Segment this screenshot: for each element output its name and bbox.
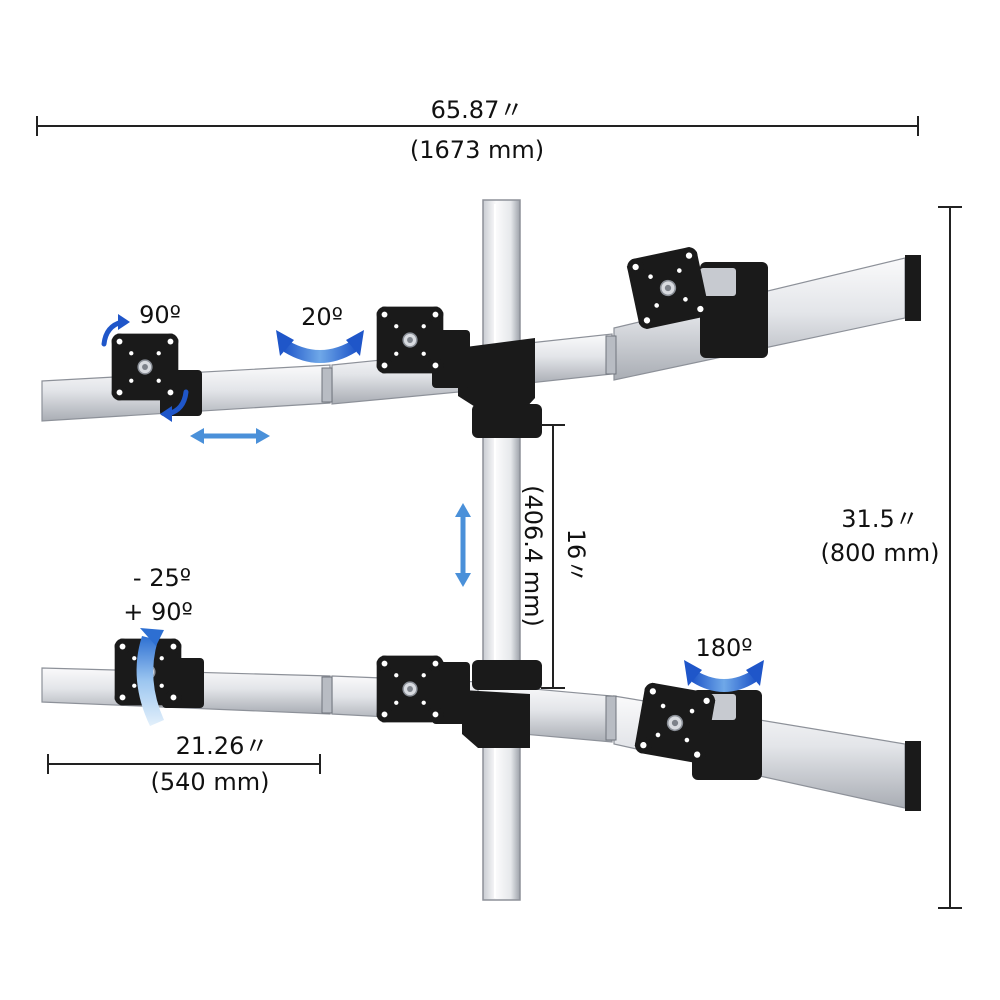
swivel-angle-label: 20º [301,303,343,331]
arm-spacing-mm-label: (406.4 mm) [519,485,547,627]
swivel-arrow-icon [276,330,364,363]
arm-segment-inch-label: 21.26〃 [176,732,269,760]
pan-angle-label: 180º [695,634,752,662]
vesa-plate-top-right [624,244,712,332]
rotate-arrow-icon [101,314,189,422]
tilt-down-label: - 25º [133,564,191,592]
arm-segment-mm-label: (540 mm) [151,768,270,796]
arm-spacing-inch-label: 16〃 [562,529,590,584]
rotate-angle-label: 90º [139,301,181,329]
overall-width-mm-label: (1673 mm) [410,136,544,164]
vesa-plate-top-left [110,332,180,402]
slide-horizontal-arrow-icon [190,428,270,444]
overall-height-inch-label: 31.5〃 [841,505,918,533]
vesa-plate-top-center [375,305,445,375]
overall-height-dimension: 31.5〃 (800 mm) [821,206,962,909]
slide-vertical-arrow-icon [455,503,471,587]
vesa-plate-bottom-right [632,680,718,766]
overall-width-inch-label: 65.87〃 [431,96,524,124]
vesa-plate-bottom-center [375,654,445,724]
pan-arrow-icon [684,660,764,692]
center-pole [482,199,521,901]
arm-spacing-dimension: (406.4 mm) 16〃 [519,424,590,689]
tilt-up-label: + 90º [123,598,193,626]
overall-height-mm-label: (800 mm) [821,539,940,567]
arm-segment-dimension: 21.26〃 (540 mm) [47,732,321,796]
tilt-arrow-icon [136,628,164,726]
overall-width-dimension: 65.87〃 (1673 mm) [36,96,919,164]
